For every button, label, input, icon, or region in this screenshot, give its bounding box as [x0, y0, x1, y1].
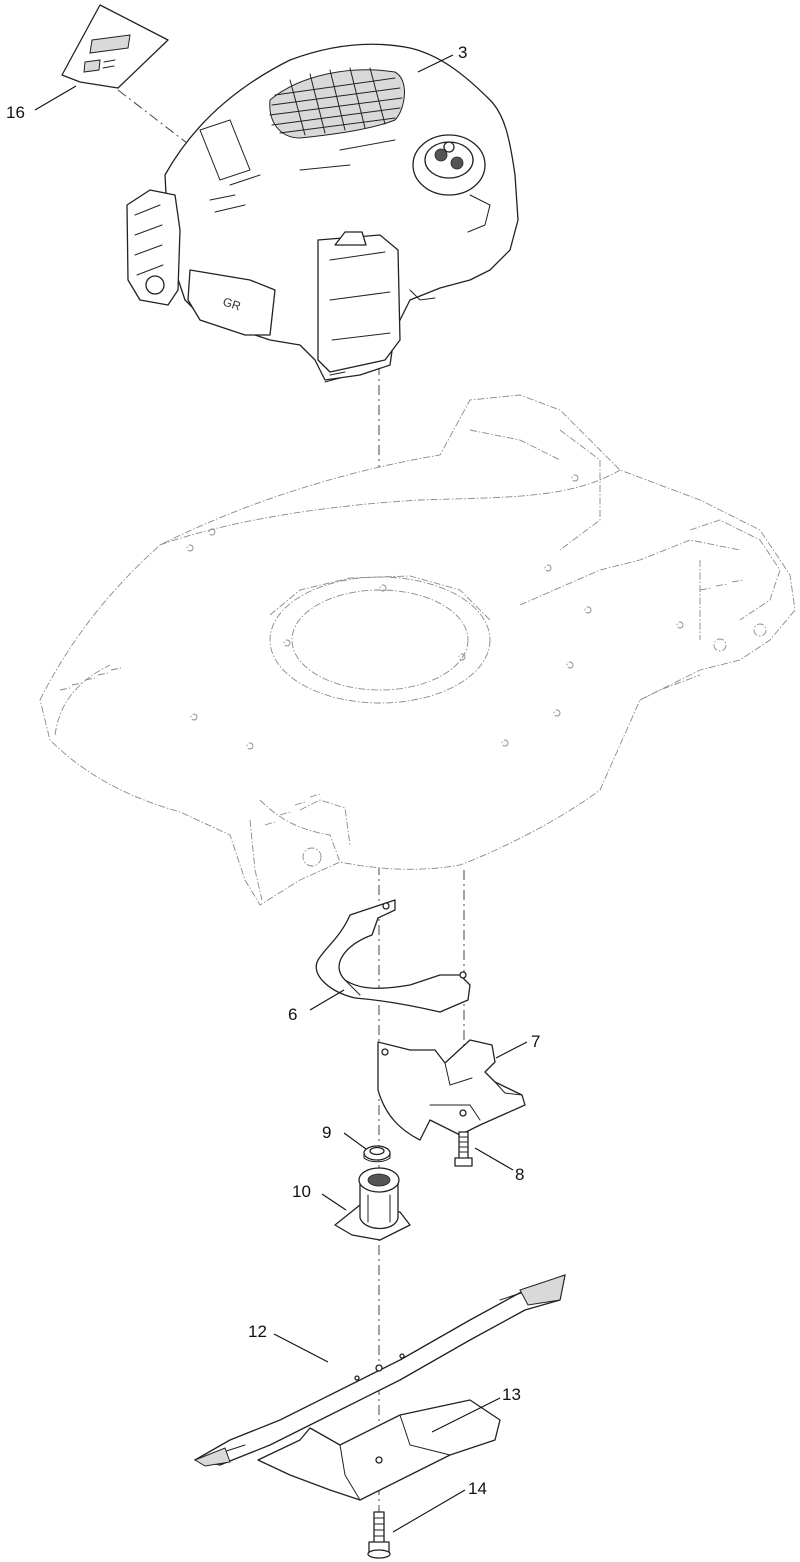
- callout-7: 7: [531, 1032, 540, 1051]
- leader-3: [417, 54, 454, 73]
- baffle-bracket: [315, 899, 471, 1013]
- leader-10: [321, 1193, 347, 1211]
- leader-8: [474, 1147, 514, 1171]
- callout-3: 3: [458, 43, 467, 62]
- engine: GR: [126, 43, 519, 383]
- leader-13: [431, 1397, 501, 1433]
- leader-12: [273, 1333, 329, 1363]
- callout-13: 13: [502, 1385, 521, 1404]
- callout-14: 14: [468, 1479, 487, 1498]
- leader-14: [392, 1489, 466, 1533]
- debris-shield: [377, 1039, 526, 1141]
- callout-12: 12: [248, 1322, 267, 1341]
- blade-adapter: [334, 1167, 411, 1241]
- callout-16: 16: [6, 103, 25, 122]
- svg-text:GR: GR: [221, 295, 243, 314]
- leader-6: [309, 989, 345, 1011]
- leader-9: [343, 1132, 367, 1150]
- callout-9: 9: [322, 1123, 331, 1142]
- mower-deck: [39, 394, 796, 906]
- callout-8: 8: [515, 1165, 524, 1184]
- decal: [61, 4, 169, 89]
- leader-16: [34, 85, 77, 111]
- callout-6: 6: [288, 1005, 297, 1024]
- callout-10: 10: [292, 1182, 311, 1201]
- leader-7: [495, 1041, 528, 1059]
- mower-blade: [193, 1274, 566, 1467]
- shield-bolt: [454, 1131, 473, 1167]
- washer: [363, 1145, 391, 1163]
- blade-bolt: [367, 1511, 391, 1559]
- blade-stiffener: [257, 1399, 501, 1501]
